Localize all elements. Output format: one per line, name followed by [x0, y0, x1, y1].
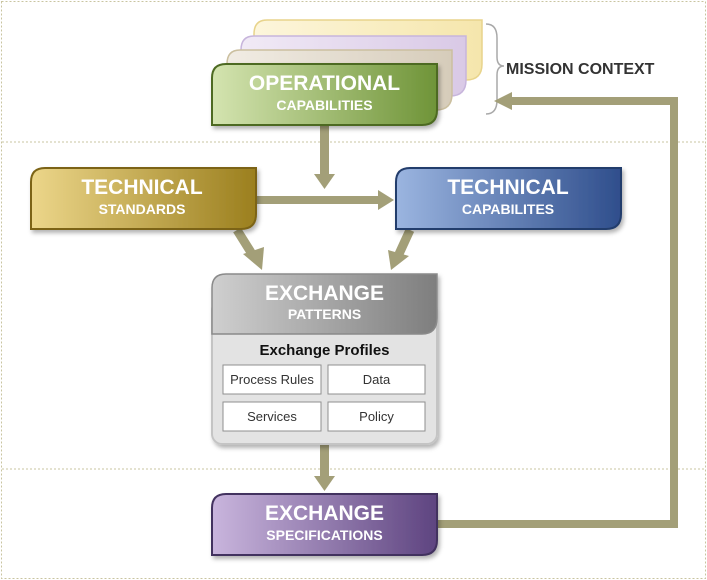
profile-cell-services-label: Services — [247, 409, 297, 424]
arrow-operational-down-head — [314, 174, 335, 189]
profile-cell-process-rules-label: Process Rules — [230, 372, 314, 387]
arrow-feedback-loop-head — [494, 92, 512, 110]
arrow-capabilities-to-patterns-head — [388, 250, 409, 270]
profile-cell-process-rules — [222, 364, 322, 395]
technical-capabilities-box — [395, 167, 622, 230]
technical-capabilities-title: TECHNICAL — [447, 176, 568, 199]
mission-context-brace — [485, 23, 505, 115]
mission-context-label: MISSION CONTEXT — [506, 61, 655, 78]
technical-standards-title: TECHNICAL — [81, 176, 202, 199]
arrow-capabilities-to-patterns-shaft — [394, 228, 415, 256]
arrow-standards-to-patterns-shaft — [233, 227, 256, 257]
exchange-patterns-title: EXCHANGE — [265, 282, 384, 305]
exchange-specifications-title: EXCHANGE — [265, 502, 384, 525]
profile-cell-data — [327, 364, 426, 395]
profile-cell-services — [222, 401, 322, 432]
arrow-operational-down-shaft — [320, 124, 329, 176]
profile-cell-data-label: Data — [363, 372, 391, 387]
operational-capabilities-box — [211, 63, 438, 126]
arrow-standards-to-capabilities-head — [378, 190, 394, 210]
arrow-standards-to-capabilities-shaft — [255, 196, 380, 204]
arrow-standards-to-patterns-head — [243, 247, 264, 270]
exchange-profiles-heading: Exchange Profiles — [259, 342, 389, 359]
technical-capabilities-subtitle: CAPABILITES — [462, 201, 554, 217]
operational-subtitle: CAPABILITIES — [276, 97, 372, 113]
arrow-patterns-to-specifications-shaft — [320, 445, 329, 477]
operational-title: OPERATIONAL — [249, 72, 400, 95]
profile-cell-policy-label: Policy — [359, 409, 394, 424]
technical-standards-box — [30, 167, 257, 230]
exchange-specifications-subtitle: SPECIFICATIONS — [266, 527, 382, 543]
arrow-feedback-loop-shaft — [438, 97, 678, 528]
technical-standards-subtitle: STANDARDS — [99, 201, 186, 217]
exchange-patterns-subtitle: PATTERNS — [288, 306, 361, 322]
exchange-specifications-box — [211, 493, 438, 556]
arrow-patterns-to-specifications-head — [314, 476, 335, 491]
profile-cell-policy — [327, 401, 426, 432]
